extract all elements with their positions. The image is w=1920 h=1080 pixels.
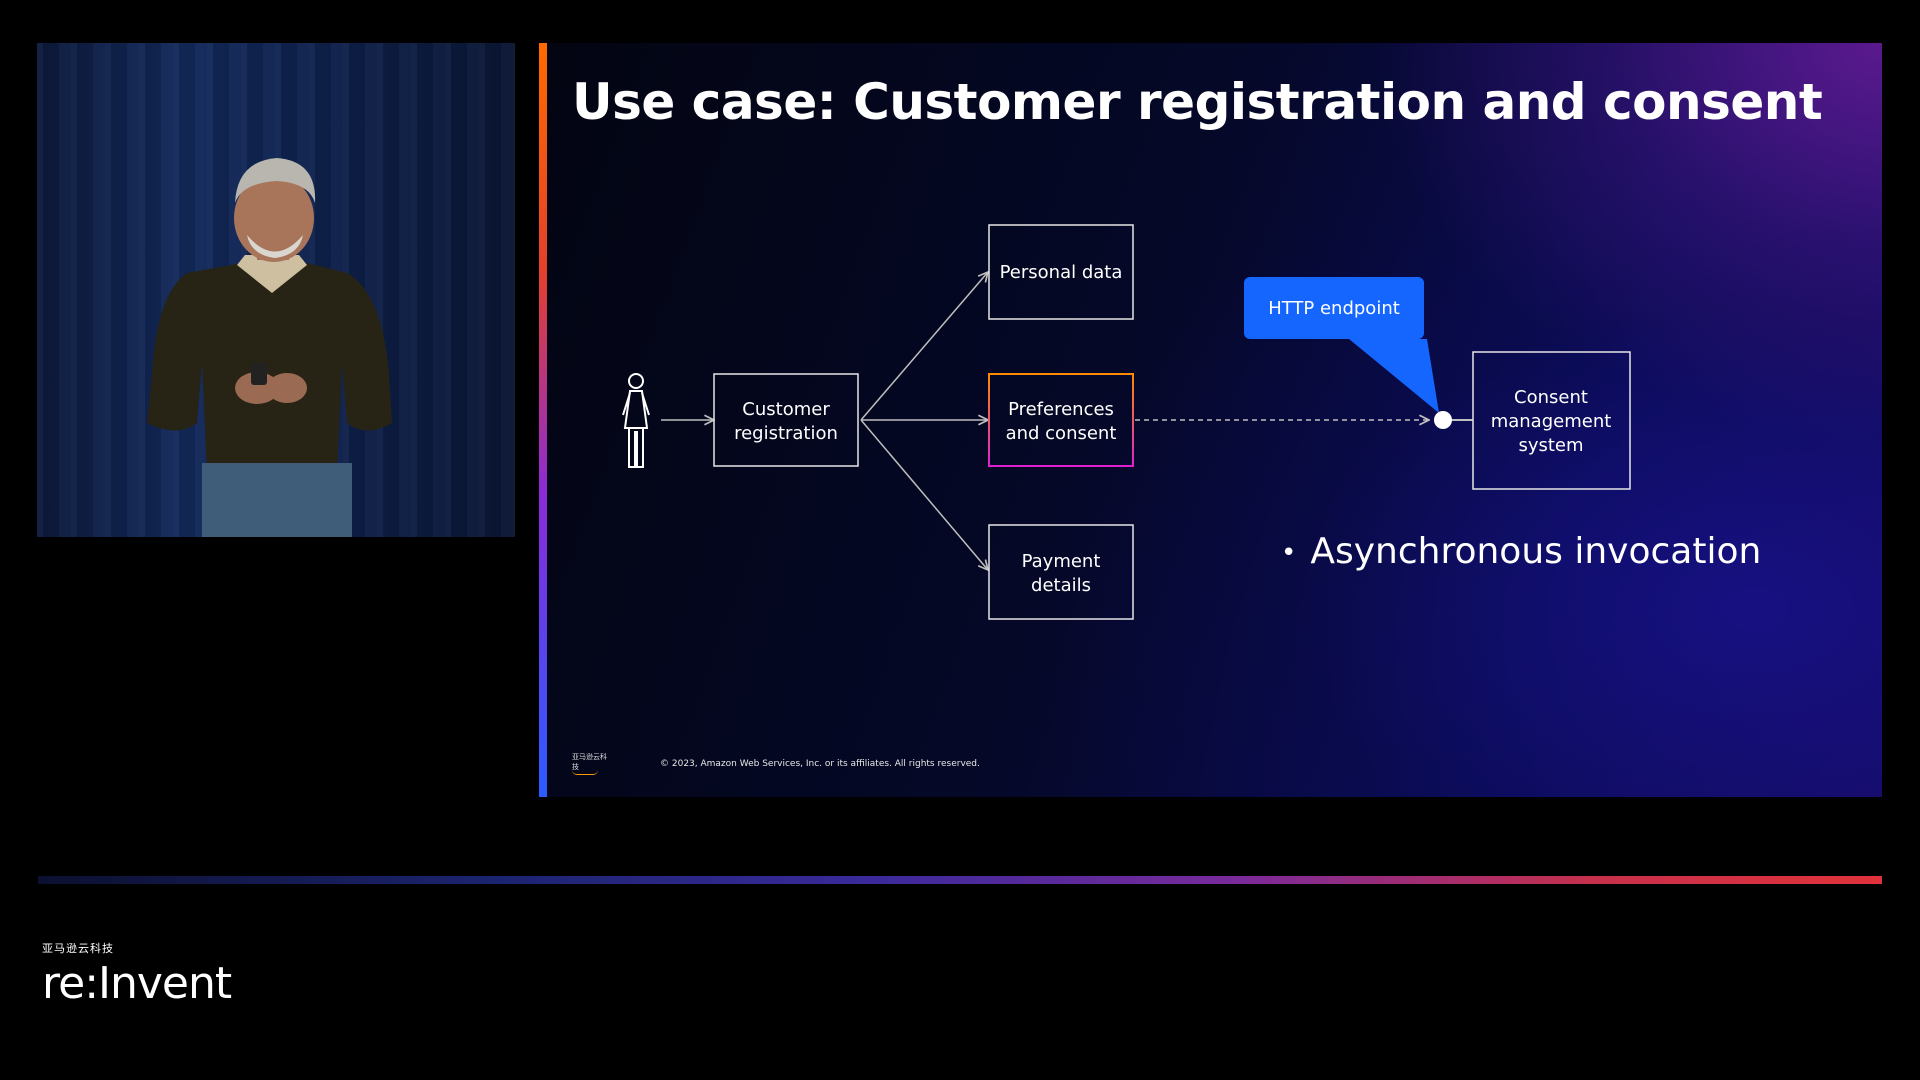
- slide-accent-bar: [539, 43, 547, 797]
- brand-cn-label: 亚马逊云科技: [42, 942, 114, 955]
- box-consent-line1: Consent: [1514, 387, 1588, 408]
- bullet-asynchronous-invocation: • Asynchronous invocation: [1281, 531, 1761, 572]
- reinvent-brand: 亚马逊云科技 re:Invent: [42, 940, 232, 1009]
- box-preferences-consent: Preferences and consent: [988, 373, 1134, 467]
- presentation-slide: Use case: Customer registration and cons…: [539, 43, 1882, 797]
- arrow-to-personal-data: [860, 272, 988, 421]
- slide-footer: 亚马逊云科技 © 2023, Amazon Web Services, Inc.…: [572, 752, 980, 775]
- box-customer-registration-line2: registration: [734, 423, 838, 444]
- arrow-to-payment: [860, 419, 988, 570]
- bullet-dot-icon: •: [1281, 538, 1297, 568]
- box-consent-line3: system: [1518, 435, 1583, 456]
- reinvent-logo: re:Invent: [42, 958, 232, 1009]
- box-customer-registration-line1: Customer: [742, 399, 830, 420]
- aws-smile-icon: [572, 770, 598, 775]
- speaker-video: [37, 43, 515, 537]
- box-personal-data-label: Personal data: [1000, 262, 1123, 283]
- speaker-figure: [147, 158, 392, 537]
- brand-gradient-line: [38, 876, 1882, 884]
- architecture-diagram: Customer registration Personal data Pref…: [622, 224, 1631, 620]
- box-consent-management-system: Consent management system: [1472, 351, 1631, 490]
- endpoint-dot: [1434, 411, 1452, 429]
- box-customer-registration: Customer registration: [713, 373, 859, 467]
- box-consent-line2: management: [1491, 411, 1612, 432]
- box-preferences-line2: and consent: [1006, 423, 1117, 444]
- box-preferences-line1: Preferences: [1008, 399, 1114, 420]
- aws-logo-text: 亚马逊云科技: [572, 753, 607, 771]
- box-personal-data: Personal data: [988, 224, 1134, 320]
- copyright-notice: © 2023, Amazon Web Services, Inc. or its…: [660, 758, 980, 769]
- slide-title: Use case: Customer registration and cons…: [572, 73, 1823, 131]
- box-payment-line2: details: [1031, 575, 1091, 596]
- http-endpoint-callout: HTTP endpoint: [1244, 277, 1439, 413]
- box-payment-details: Payment details: [988, 524, 1134, 620]
- bullet-text: Asynchronous invocation: [1310, 531, 1762, 572]
- aws-logo: 亚马逊云科技: [572, 752, 612, 775]
- http-endpoint-label: HTTP endpoint: [1268, 298, 1400, 319]
- user-icon: [622, 373, 650, 468]
- box-payment-line1: Payment: [1022, 551, 1101, 572]
